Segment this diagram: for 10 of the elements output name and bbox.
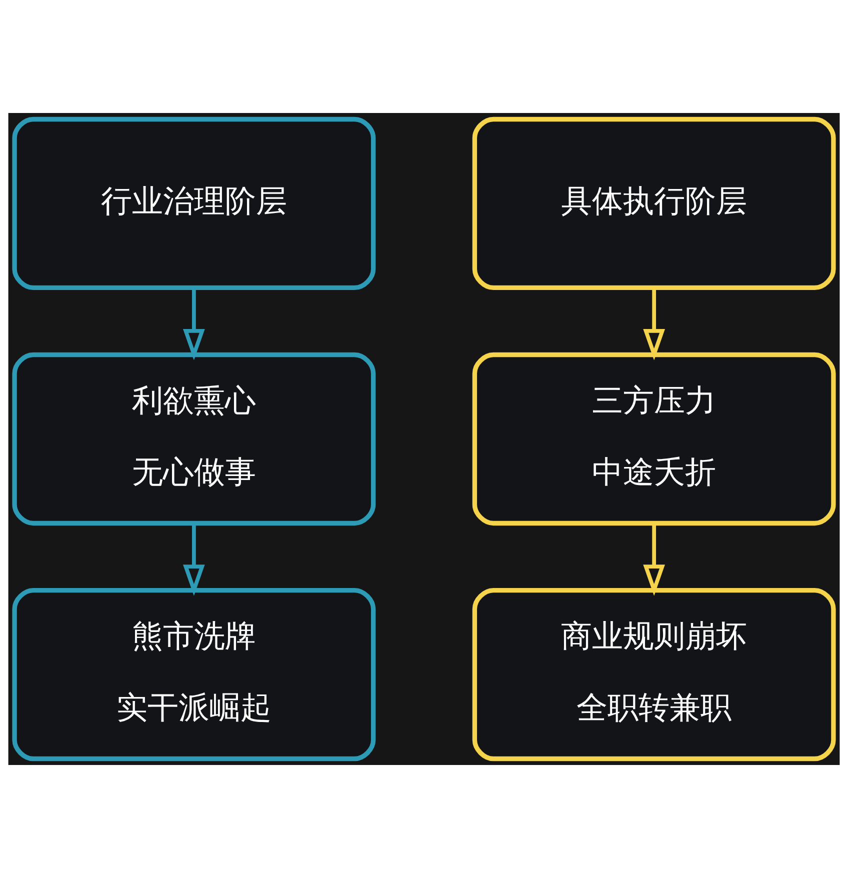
node-box: 三方压力 中途夭折	[472, 352, 836, 526]
node-box: 商业规则崩坏 全职转兼职	[472, 587, 836, 761]
node-box: 熊市洗牌 实干派崛起	[12, 587, 376, 761]
arrow	[183, 523, 205, 596]
node-box: 行业治理阶层	[12, 116, 376, 290]
arrow	[183, 288, 205, 360]
node-box: 利欲熏心 无心做事	[12, 352, 376, 526]
arrow	[643, 288, 665, 360]
node-box: 具体执行阶层	[472, 116, 836, 290]
arrow	[643, 523, 665, 596]
